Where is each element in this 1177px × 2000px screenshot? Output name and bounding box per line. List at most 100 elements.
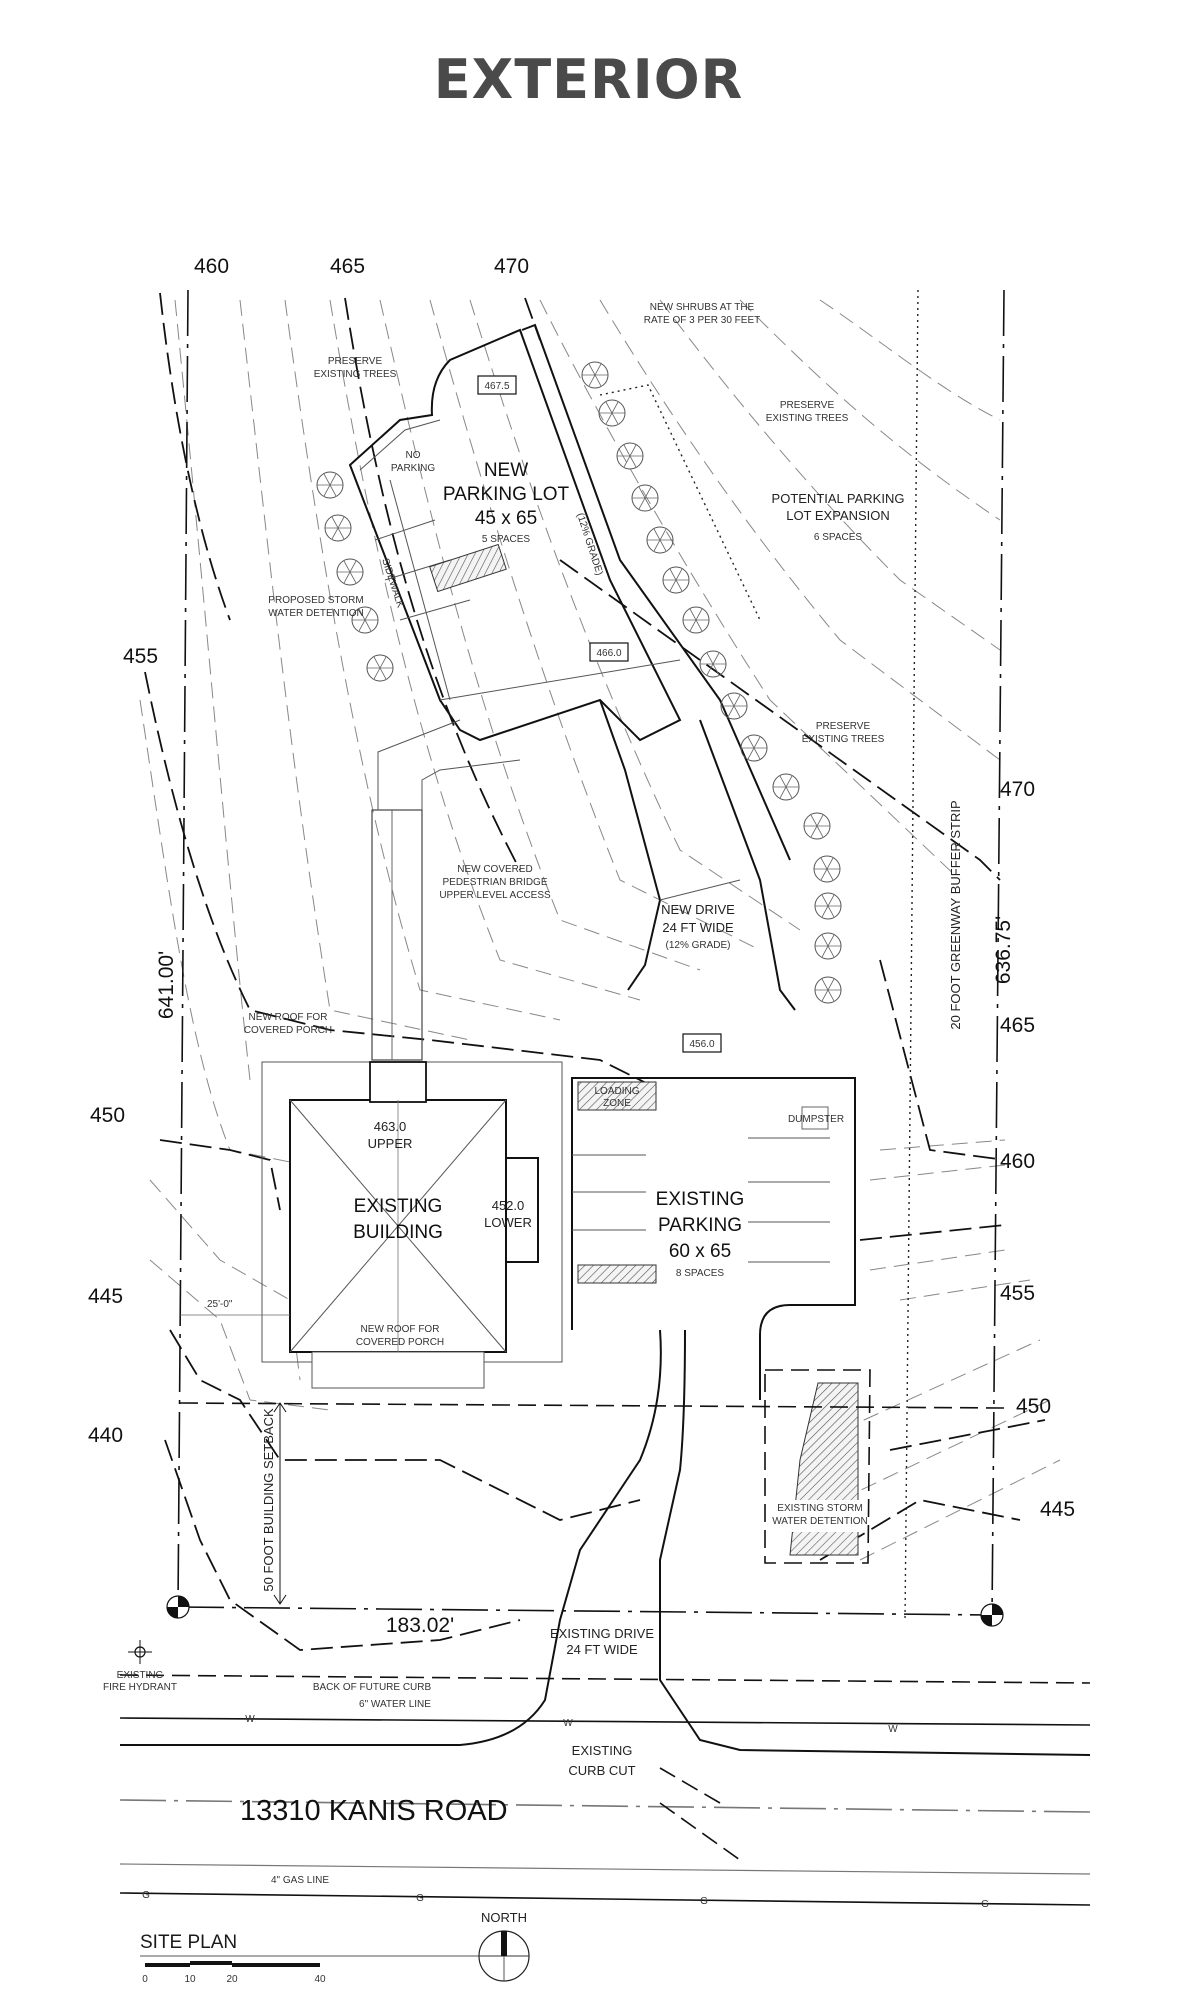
covered-porch-note: COVERED PORCH bbox=[244, 1025, 332, 1036]
loading-zone-label: ZONE bbox=[603, 1098, 631, 1109]
existing-drive bbox=[120, 1329, 1091, 1756]
preserve-trees-note: PRESERVE bbox=[816, 721, 871, 732]
tree-row bbox=[316, 361, 842, 1004]
contour-label-top: 470 bbox=[494, 255, 529, 278]
contour-label-right: 450 bbox=[1016, 1395, 1051, 1418]
curb-cut-label: EXISTING bbox=[572, 1743, 633, 1758]
preserve-trees-note: EXISTING TREES bbox=[766, 413, 849, 424]
existing-building bbox=[261, 1061, 563, 1389]
proposed-storm-note: WATER DETENTION bbox=[268, 608, 364, 619]
new-parking-title: NEW bbox=[484, 460, 528, 481]
road-utilities bbox=[119, 1674, 1091, 1906]
loading-zone bbox=[577, 1081, 657, 1111]
right-property-dimension: 636.75' bbox=[992, 916, 1015, 984]
svg-text:467.5: 467.5 bbox=[484, 381, 509, 392]
water-marker: W bbox=[888, 1724, 898, 1735]
new-parking-size: 45 x 65 bbox=[475, 508, 537, 529]
dumpster-pad bbox=[801, 1106, 829, 1130]
no-parking-label: PARKING bbox=[391, 463, 435, 474]
scale-tick-label: 20 bbox=[226, 1974, 238, 1985]
road-name: 13310 KANIS ROAD bbox=[240, 1795, 508, 1827]
potential-expansion bbox=[599, 384, 761, 621]
elevation-tag: 456.0 bbox=[682, 1033, 722, 1053]
new-drive bbox=[599, 699, 796, 1011]
side-setback-dimension: 25'-0" bbox=[207, 1299, 233, 1310]
gas-marker: G bbox=[416, 1893, 424, 1904]
new-parking-title: PARKING LOT bbox=[443, 484, 570, 505]
existing-drive-label: EXISTING DRIVE bbox=[550, 1626, 654, 1641]
pedestrian-bridge bbox=[371, 719, 521, 1061]
gas-marker: G bbox=[700, 1896, 708, 1907]
north-label: NORTH bbox=[481, 1910, 527, 1925]
building-label: BUILDING bbox=[353, 1222, 443, 1243]
existing-drive-label: 24 FT WIDE bbox=[566, 1642, 638, 1657]
upper-label: UPPER bbox=[368, 1136, 413, 1151]
no-parking-label: NO bbox=[406, 450, 421, 461]
upper-elevation: 463.0 bbox=[374, 1119, 407, 1134]
contour-label-left: 445 bbox=[88, 1285, 123, 1308]
lower-elevation: 452.0 bbox=[492, 1198, 525, 1213]
pedestrian-bridge-note: NEW COVERED bbox=[457, 864, 533, 875]
existing-parking-size: 60 x 65 bbox=[669, 1241, 731, 1262]
svg-text:466.0: 466.0 bbox=[596, 648, 621, 659]
water-marker: W bbox=[563, 1718, 573, 1729]
proposed-storm-note: PROPOSED STORM bbox=[268, 595, 363, 606]
pedestrian-bridge-note: UPPER LEVEL ACCESS bbox=[439, 890, 551, 901]
existing-storm-note: WATER DETENTION bbox=[772, 1516, 868, 1527]
scale-tick-label: 40 bbox=[314, 1974, 326, 1985]
new-drive-grade: (12% GRADE) bbox=[665, 940, 730, 951]
preserve-trees-note: EXISTING TREES bbox=[802, 734, 885, 745]
water-line-label: 6" WATER LINE bbox=[359, 1699, 431, 1710]
property-corner-icon bbox=[980, 1603, 1004, 1627]
front-setback-label: 50 FOOT BUILDING SETBACK bbox=[261, 1408, 276, 1592]
pedestrian-bridge-note: PEDESTRIAN BRIDGE bbox=[442, 877, 547, 888]
future-curb-label: BACK OF FUTURE CURB bbox=[313, 1682, 432, 1693]
contour-label-left: 455 bbox=[123, 645, 158, 668]
contour-label-left: 450 bbox=[90, 1104, 125, 1127]
contour-label-top: 460 bbox=[194, 255, 229, 278]
potential-expansion-spaces: 6 SPACES bbox=[814, 532, 862, 543]
existing-storm-detention bbox=[764, 1369, 871, 1564]
covered-porch-note: NEW ROOF FOR bbox=[249, 1012, 328, 1023]
scale-bar bbox=[140, 1955, 505, 1967]
lower-label: LOWER bbox=[484, 1215, 532, 1230]
accessible-aisle-existing bbox=[577, 1264, 657, 1284]
bottom-property-dimension: 183.02' bbox=[386, 1614, 454, 1637]
contour-label-top: 465 bbox=[330, 255, 365, 278]
fire-hydrant-label: FIRE HYDRANT bbox=[103, 1682, 177, 1693]
site-plan-title: SITE PLAN bbox=[140, 1932, 237, 1953]
gas-line-label: 4" GAS LINE bbox=[271, 1875, 329, 1886]
new-parking-spaces: 5 SPACES bbox=[482, 534, 530, 545]
contour-label-right: 445 bbox=[1040, 1498, 1075, 1521]
loading-zone-label: LOADING bbox=[594, 1086, 639, 1097]
contour-label-right: 465 bbox=[1000, 1014, 1035, 1037]
new-drive-label: 24 FT WIDE bbox=[662, 920, 734, 935]
covered-porch-note: NEW ROOF FOR bbox=[361, 1324, 440, 1335]
building-label: EXISTING bbox=[354, 1196, 443, 1217]
preserve-trees-note: EXISTING TREES bbox=[314, 369, 397, 380]
new-drive-label: NEW DRIVE bbox=[661, 902, 735, 917]
left-property-dimension: 641.00' bbox=[155, 951, 178, 1019]
contour-label-right: 470 bbox=[1000, 778, 1035, 801]
existing-parking-label: EXISTING bbox=[656, 1189, 745, 1210]
svg-text:456.0: 456.0 bbox=[689, 1039, 714, 1050]
contour-lines bbox=[139, 299, 1061, 1561]
water-marker: W bbox=[245, 1714, 255, 1725]
existing-storm-note: EXISTING STORM bbox=[777, 1503, 862, 1514]
potential-expansion-label: LOT EXPANSION bbox=[786, 508, 890, 523]
gas-marker: G bbox=[981, 1899, 989, 1910]
preserve-trees-note: PRESERVE bbox=[780, 400, 835, 411]
contour-label-right: 460 bbox=[1000, 1150, 1035, 1173]
fire-hydrant-icon bbox=[128, 1640, 152, 1664]
property-corner-icon bbox=[166, 1595, 190, 1619]
property-lines bbox=[177, 289, 1005, 1621]
scale-tick-label: 10 bbox=[184, 1974, 196, 1985]
new-parking-lot bbox=[348, 323, 791, 861]
gas-marker: G bbox=[142, 1890, 150, 1901]
existing-parking-spaces: 8 SPACES bbox=[676, 1268, 724, 1279]
curb-cut-label: CURB CUT bbox=[568, 1763, 635, 1778]
preserve-trees-note: PRESERVE bbox=[328, 356, 383, 367]
setback-dimension bbox=[179, 1314, 1005, 1605]
contour-label-left: 440 bbox=[88, 1424, 123, 1447]
contour-label-right: 455 bbox=[1000, 1282, 1035, 1305]
